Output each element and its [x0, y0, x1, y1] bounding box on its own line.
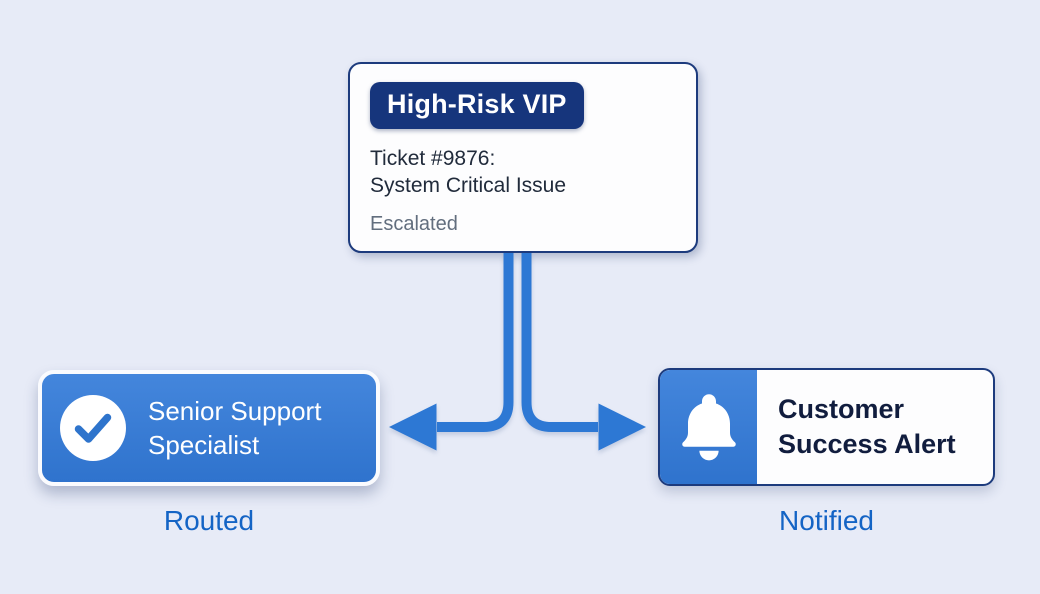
ticket-line1: Ticket #9876:: [370, 147, 496, 170]
notified-card-title: Customer Success Alert: [778, 394, 956, 459]
routed-caption: Routed: [163, 505, 255, 536]
ticket-text: Ticket #9876: System Critical Issue: [370, 145, 676, 199]
notified-card: Customer Success Alert: [658, 368, 995, 486]
routed-card: Senior Support Specialist: [38, 370, 380, 486]
high-risk-vip-badge: High-Risk VIP: [370, 82, 584, 129]
status-text: Escalated: [370, 213, 458, 235]
right-arrowhead-icon: [598, 403, 646, 451]
routed-card-title: Senior Support Specialist: [148, 396, 322, 460]
check-circle-icon: [60, 395, 126, 461]
left-connector-line: [437, 253, 514, 432]
bell-icon: [660, 370, 757, 484]
ticket-line2: System Critical Issue: [370, 174, 567, 197]
left-arrowhead-icon: [389, 403, 437, 451]
notified-caption: Notified: [779, 505, 874, 536]
escalation-card: High-Risk VIP Ticket #9876: System Criti…: [348, 62, 698, 253]
right-connector-line: [521, 253, 598, 432]
